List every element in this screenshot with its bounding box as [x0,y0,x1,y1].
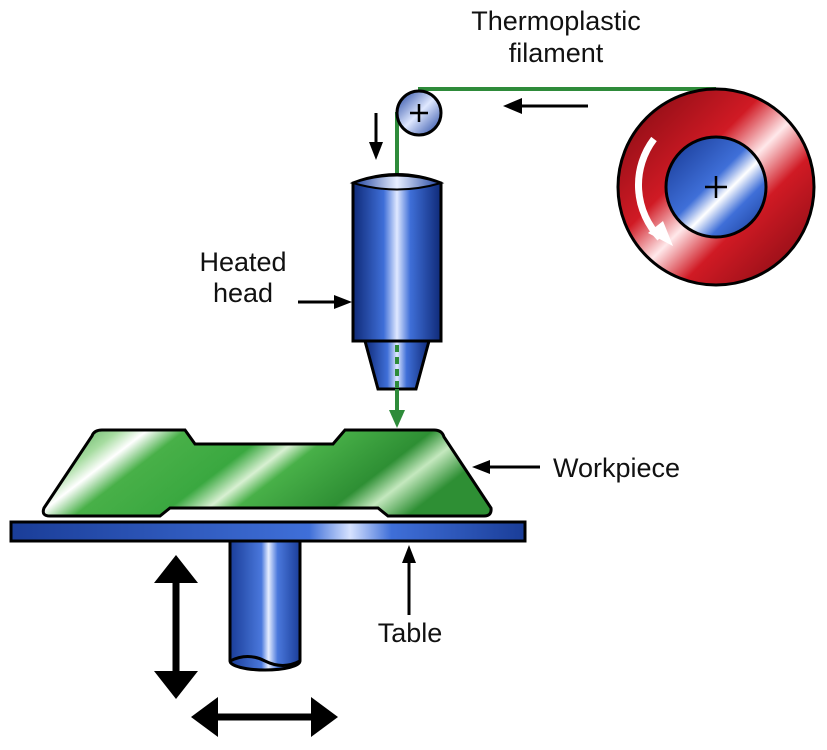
horizontal-double-arrow-icon [191,697,338,737]
workpiece-pointer-arrow-icon [472,460,540,474]
table-pointer-arrow-icon [402,545,416,615]
table-label: Table [378,618,443,648]
table-shaft [228,539,302,672]
pulley-icon [395,89,443,137]
filament-label-line1: Thermoplastic [471,6,641,36]
heated-head-label-line1: Heated [199,247,286,277]
heated-head-label-line2: head [213,278,273,308]
filament [395,87,716,175]
vertical-double-arrow-icon [154,555,198,699]
workpiece-label: Workpiece [553,453,680,483]
heated-head [349,173,445,391]
spool-icon [616,87,816,287]
workpiece [41,428,493,518]
down-arrow-icon [369,113,383,160]
filament-label-line2: filament [509,38,604,68]
feed-direction-arrow-icon [503,98,588,114]
heated-head-pointer-arrow-icon [298,295,352,309]
table [9,520,527,543]
extrusion-stream [389,345,405,428]
rotation-arrow-icon [634,136,673,246]
